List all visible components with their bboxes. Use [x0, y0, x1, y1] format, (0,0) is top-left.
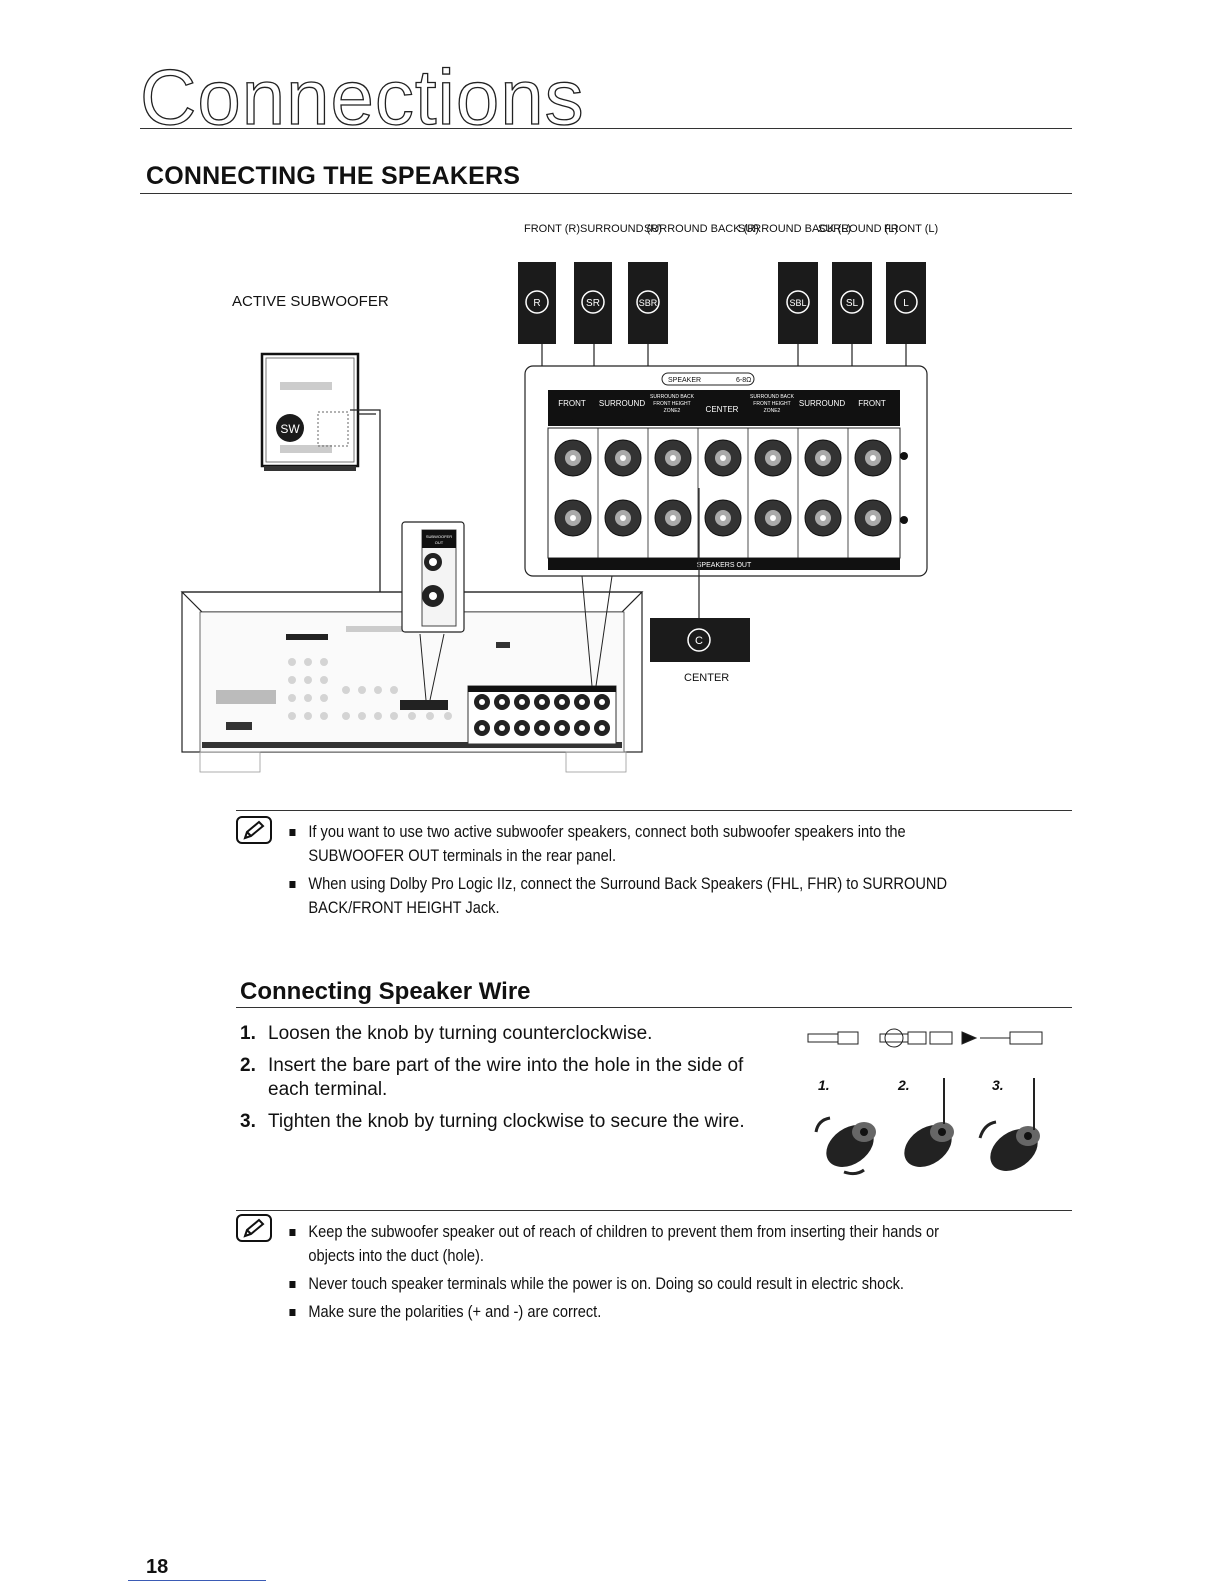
svg-text:C: C: [695, 635, 703, 647]
wire-steps-list: 1.Loosen the knob by turning countercloc…: [240, 1022, 780, 1142]
svg-text:SURROUND BACK: SURROUND BACK: [750, 394, 795, 400]
svg-text:SPEAKER: SPEAKER: [668, 377, 701, 384]
note-item: Keep the subwoofer speaker out of reach …: [286, 1220, 965, 1268]
note-item: Make sure the polarities (+ and -) are c…: [286, 1300, 965, 1324]
svg-text:L: L: [770, 420, 774, 426]
terminal-knob-3: [978, 1078, 1040, 1171]
svg-text:FRONT: FRONT: [558, 399, 586, 408]
speaker-sbl: SBL: [778, 262, 818, 344]
footer-rule: [128, 1580, 266, 1581]
notes2-rule: [236, 1210, 1072, 1211]
svg-text:R: R: [670, 420, 675, 426]
label-surround-back-r: SURROUND BACK (R): [644, 223, 759, 235]
svg-text:SBL: SBL: [789, 298, 806, 308]
svg-text:OUT: OUT: [435, 540, 444, 545]
speaker-center: C: [650, 618, 750, 662]
page-number: 18: [146, 1556, 169, 1578]
subwoofer-out-callout: SUBWOOFER OUT: [401, 521, 465, 633]
wire-heading: Connecting Speaker Wire: [240, 978, 531, 1005]
notes-list-2: Keep the subwoofer speaker out of reach …: [286, 1220, 965, 1328]
step-item: 1.Loosen the knob by turning countercloc…: [240, 1023, 653, 1044]
speaker-l: L: [886, 262, 926, 344]
label-front-l: FRONT (L): [884, 223, 938, 235]
terminal-knob-1: [814, 1116, 876, 1176]
svg-text:FRONT HEIGHT: FRONT HEIGHT: [753, 401, 790, 407]
svg-text:ZONE2: ZONE2: [764, 408, 781, 414]
page-title: Connections: [139, 53, 585, 141]
speaker-r: R: [518, 262, 556, 344]
svg-text:FRONT: FRONT: [858, 399, 886, 408]
svg-text:SL: SL: [846, 298, 859, 309]
notes-list-1: If you want to use two active subwoofer …: [286, 820, 965, 924]
speaker-terminal-panel: SPEAKER 6-8Ω FRONT SURROUND SURROUND BAC…: [524, 365, 928, 577]
svg-text:R: R: [570, 420, 575, 426]
figure-label-3: 3.: [992, 1077, 1004, 1093]
speaker-sl: SL: [832, 262, 872, 344]
figure-label-1: 1.: [818, 1077, 830, 1093]
active-subwoofer-label: ACTIVE SUBWOOFER: [232, 293, 389, 310]
svg-text:SURROUND: SURROUND: [599, 399, 645, 408]
title-rule: [140, 128, 1072, 129]
svg-text:SUBWOOFER: SUBWOOFER: [426, 534, 452, 539]
label-surround-l: SURROUND (L): [818, 223, 898, 235]
speaker-sr: SR: [574, 262, 612, 344]
wire-heading-rule: [236, 1007, 1072, 1008]
svg-text:ZONE2: ZONE2: [664, 408, 681, 414]
svg-text:R: R: [620, 420, 625, 426]
note-item: When using Dolby Pro Logic IIz, connect …: [286, 872, 965, 920]
svg-text:CENTER: CENTER: [706, 405, 739, 414]
svg-text:R: R: [533, 298, 540, 309]
svg-text:SW: SW: [280, 422, 300, 436]
note-item: Never touch speaker terminals while the …: [286, 1272, 965, 1296]
svg-text:L: L: [820, 420, 824, 426]
speaker-connection-diagram: FRONT (R) SURROUND (R) SURROUND BACK (R)…: [180, 223, 938, 773]
svg-text:SPEAKERS OUT: SPEAKERS OUT: [697, 562, 752, 569]
step-item: 3.Tighten the knob by turning clockwise …: [240, 1111, 745, 1132]
svg-text:L: L: [903, 298, 909, 309]
svg-text:SURROUND BACK: SURROUND BACK: [650, 394, 695, 400]
active-subwoofer: SW: [260, 352, 360, 471]
note-icon: [236, 816, 272, 844]
note-item: If you want to use two active subwoofer …: [286, 820, 965, 868]
svg-text:FRONT HEIGHT: FRONT HEIGHT: [653, 401, 690, 407]
label-surround-back-l: SURROUND BACK (L): [738, 223, 851, 235]
section-heading: CONNECTING THE SPEAKERS: [146, 162, 521, 190]
svg-text:SURROUND: SURROUND: [799, 399, 845, 408]
speaker-wire-figure: 1. 2. 3.: [807, 1028, 1043, 1176]
center-label: CENTER: [684, 672, 729, 684]
notes1-rule: [236, 810, 1072, 811]
label-surround-r: SURROUND (R): [580, 223, 662, 235]
speaker-sbr: SBR: [628, 262, 668, 344]
svg-text:SR: SR: [586, 298, 600, 309]
label-front-r: FRONT (R): [524, 223, 580, 235]
svg-text:6-8Ω: 6-8Ω: [736, 377, 751, 384]
svg-text:SBR: SBR: [639, 298, 658, 308]
figure-label-2: 2.: [897, 1077, 910, 1093]
note-icon: [236, 1214, 272, 1242]
terminal-knob-2: [904, 1078, 954, 1167]
svg-text:L: L: [870, 420, 874, 426]
step-item: 2.Insert the bare part of the wire into …: [240, 1055, 744, 1100]
section-rule: [140, 193, 1072, 194]
